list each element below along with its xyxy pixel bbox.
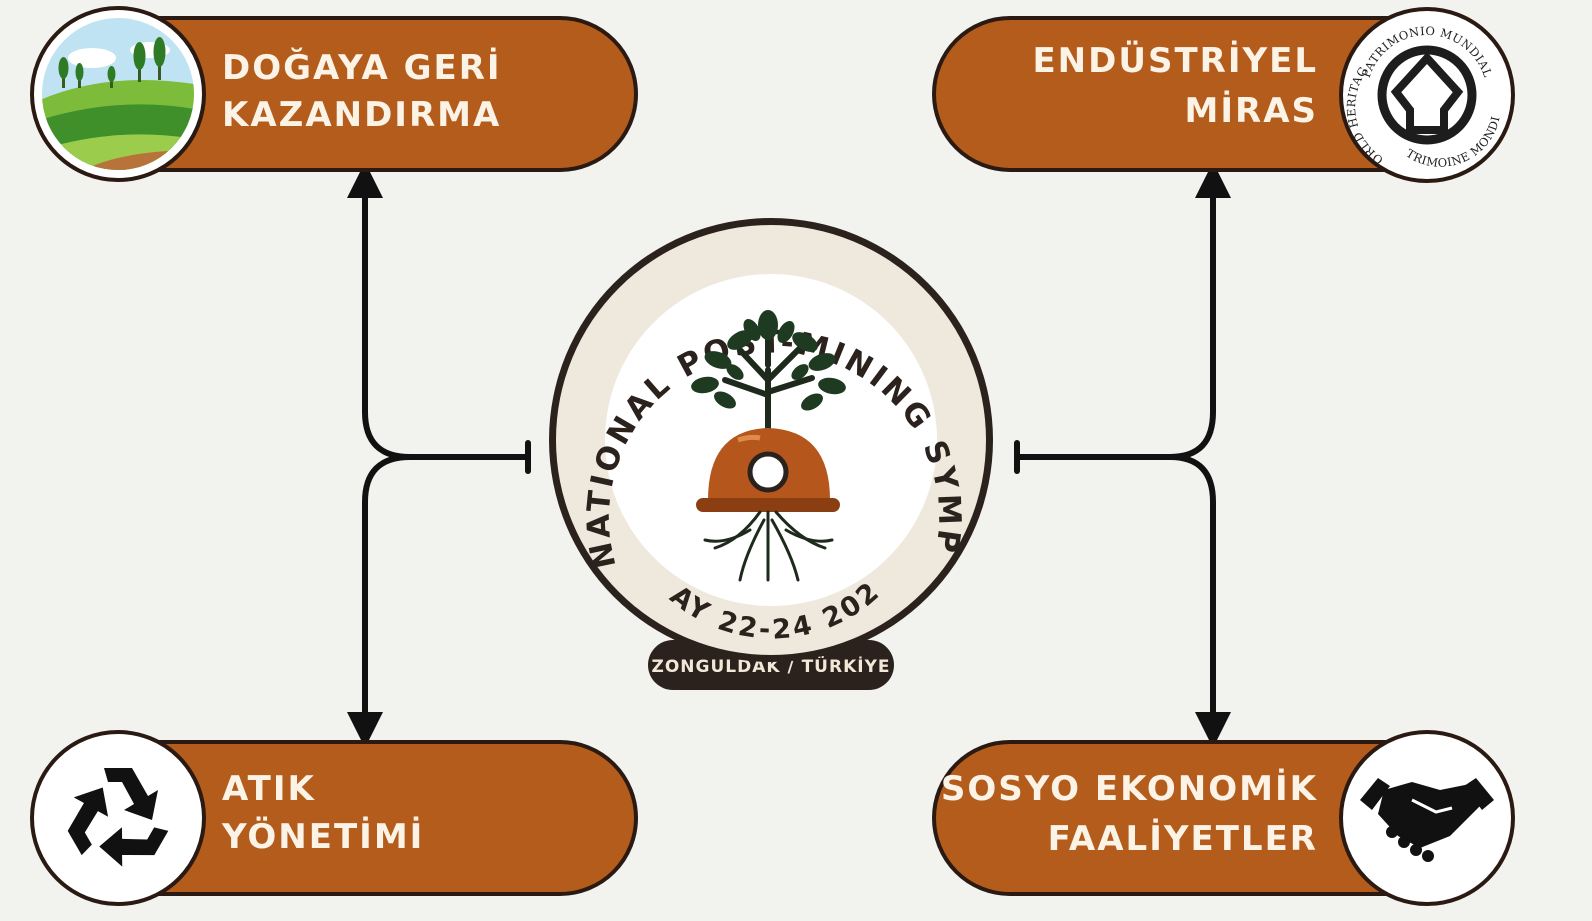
topic-sosyo-line1: SOSYO EKONOMİK — [941, 768, 1318, 809]
topic-doga-pill: DOĞAYA GERİ KAZANDIRMA — [30, 6, 638, 182]
location-label: ZONGULDAK / TÜRKİYE — [652, 655, 891, 677]
right-connector — [1014, 162, 1231, 748]
topic-doga-line2: KAZANDIRMA — [222, 95, 501, 135]
recycle-icon — [30, 730, 206, 906]
handshake-icon — [1339, 730, 1515, 906]
topic-atik-pill: ATIK YÖNETİMİ — [30, 730, 638, 906]
topic-miras-line2: MİRAS — [1185, 90, 1318, 131]
left-connector — [347, 162, 531, 748]
topic-sosyo-pill: SOSYO EKONOMİK FAALİYETLER — [932, 730, 1515, 906]
topic-sosyo-line2: FAALİYETLER — [1048, 818, 1318, 859]
topic-atik-line1: ATIK — [222, 769, 316, 809]
topic-miras-line1: ENDÜSTRİYEL — [1032, 40, 1318, 81]
topic-doga-line1: DOĞAYA GERİ — [222, 47, 502, 88]
landscape-icon — [30, 6, 206, 182]
topic-atik-line2: YÖNETİMİ — [221, 816, 424, 857]
tree-helmet-illustration — [691, 310, 846, 582]
